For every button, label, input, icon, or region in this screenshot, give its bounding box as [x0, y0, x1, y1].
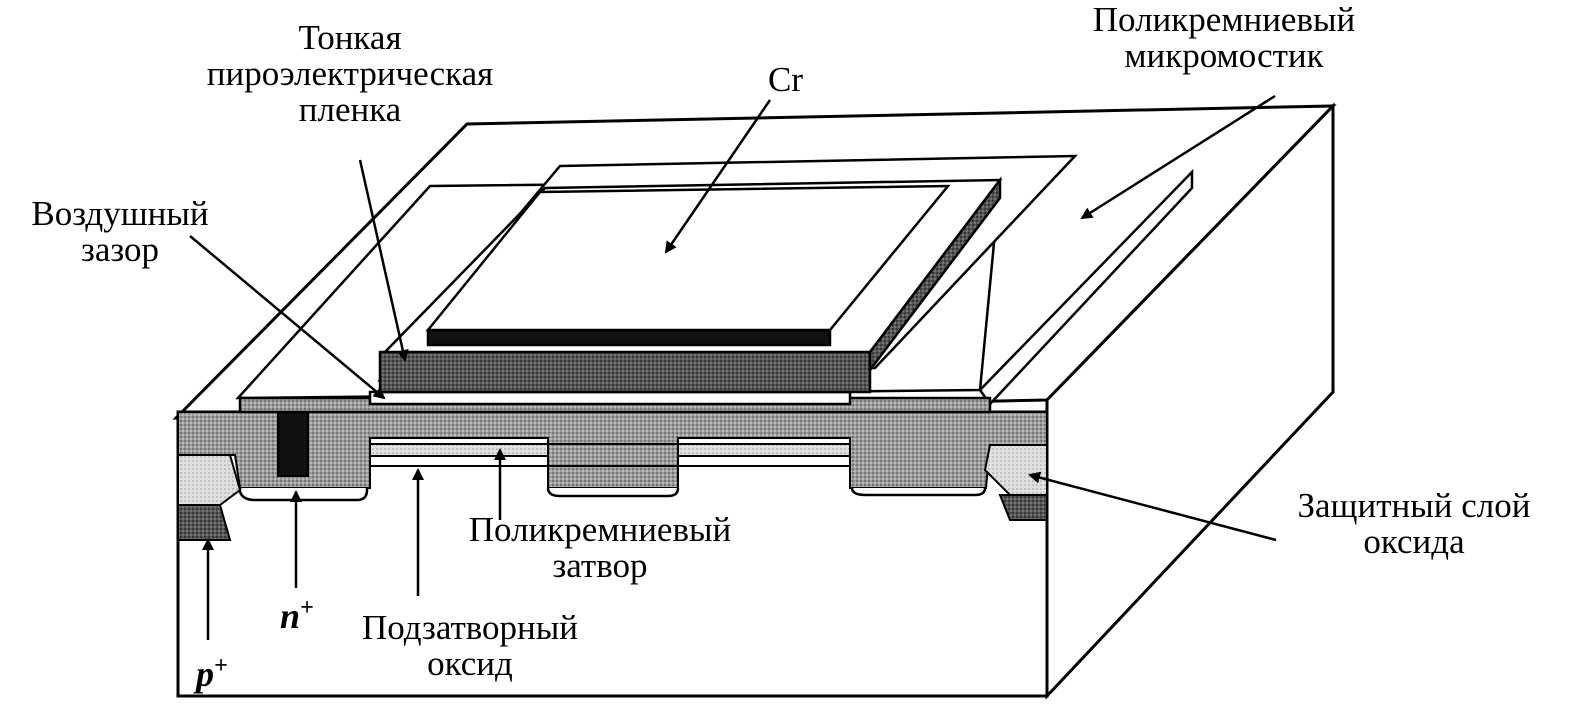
n-plus-middle: [546, 487, 680, 498]
cr-electrode-front: [426, 328, 832, 347]
label-n-plus-sup: +: [300, 595, 314, 621]
leader-microbridge: [1080, 94, 1276, 220]
leader-thin-film: [358, 159, 409, 362]
label-microbridge-line2: микромостик: [1124, 36, 1324, 75]
gate-gap-left: [547, 443, 679, 467]
label-gate-oxide-line1: Подзатворный: [361, 608, 578, 647]
label-thin-film-line2: пироэлектрическая: [206, 54, 494, 93]
label-thin-pyroelectric-film: Тонкая пироэлектрическая пленка: [160, 20, 540, 128]
label-air-gap-line1: Воздушный: [31, 194, 209, 233]
leader-lines: [189, 94, 1277, 640]
label-n-plus-base: n: [280, 596, 301, 636]
label-thin-film-line3: пленка: [298, 90, 402, 129]
left-p-plus-region: [177, 504, 232, 541]
gate-stack: [369, 443, 851, 467]
label-air-gap: Воздушный зазор: [0, 196, 240, 268]
label-cr: Cr: [768, 60, 803, 99]
label-p-plus-base: p: [196, 654, 214, 694]
right-p-plus-region: [998, 494, 1048, 521]
label-p-plus: p+: [196, 648, 228, 692]
label-gate-line2: затвор: [552, 546, 648, 585]
label-microbridge-line1: Поликремниевый: [1092, 0, 1356, 39]
label-n-plus: n+: [280, 590, 314, 634]
label-polysilicon-microbridge: Поликремниевый микромостик: [1044, 2, 1404, 74]
n-plus-left: [238, 488, 369, 502]
microbridge-stack: [235, 154, 1194, 414]
label-protective-oxide: Защитный слой оксида: [1264, 488, 1564, 560]
label-gate-line1: Поликремниевый: [468, 510, 732, 549]
label-air-gap-line2: зазор: [81, 230, 159, 269]
pyroelectric-film-front: [378, 350, 872, 394]
leader-cr: [664, 99, 772, 254]
label-thin-film-line1: Тонкая: [298, 18, 402, 57]
pyroelectric-film-right: [868, 176, 1002, 374]
label-gate-oxide: Подзатворный оксид: [320, 610, 620, 682]
label-polysilicon-gate: Поликремниевый затвор: [420, 512, 780, 584]
left-field-oxide: [177, 454, 242, 506]
n-plus-regions: [238, 487, 987, 502]
label-p-plus-sup: +: [214, 653, 228, 679]
n-plus-right: [850, 487, 987, 497]
label-oxide-line2: оксида: [1363, 522, 1465, 561]
cr-electrode-top: [425, 184, 951, 332]
label-gate-oxide-line2: оксид: [427, 644, 513, 683]
air-gap: [368, 390, 852, 406]
leader-air-gap: [189, 235, 386, 400]
label-oxide-line1: Защитный слой: [1297, 486, 1531, 525]
leader-protective-oxide: [1028, 471, 1277, 542]
